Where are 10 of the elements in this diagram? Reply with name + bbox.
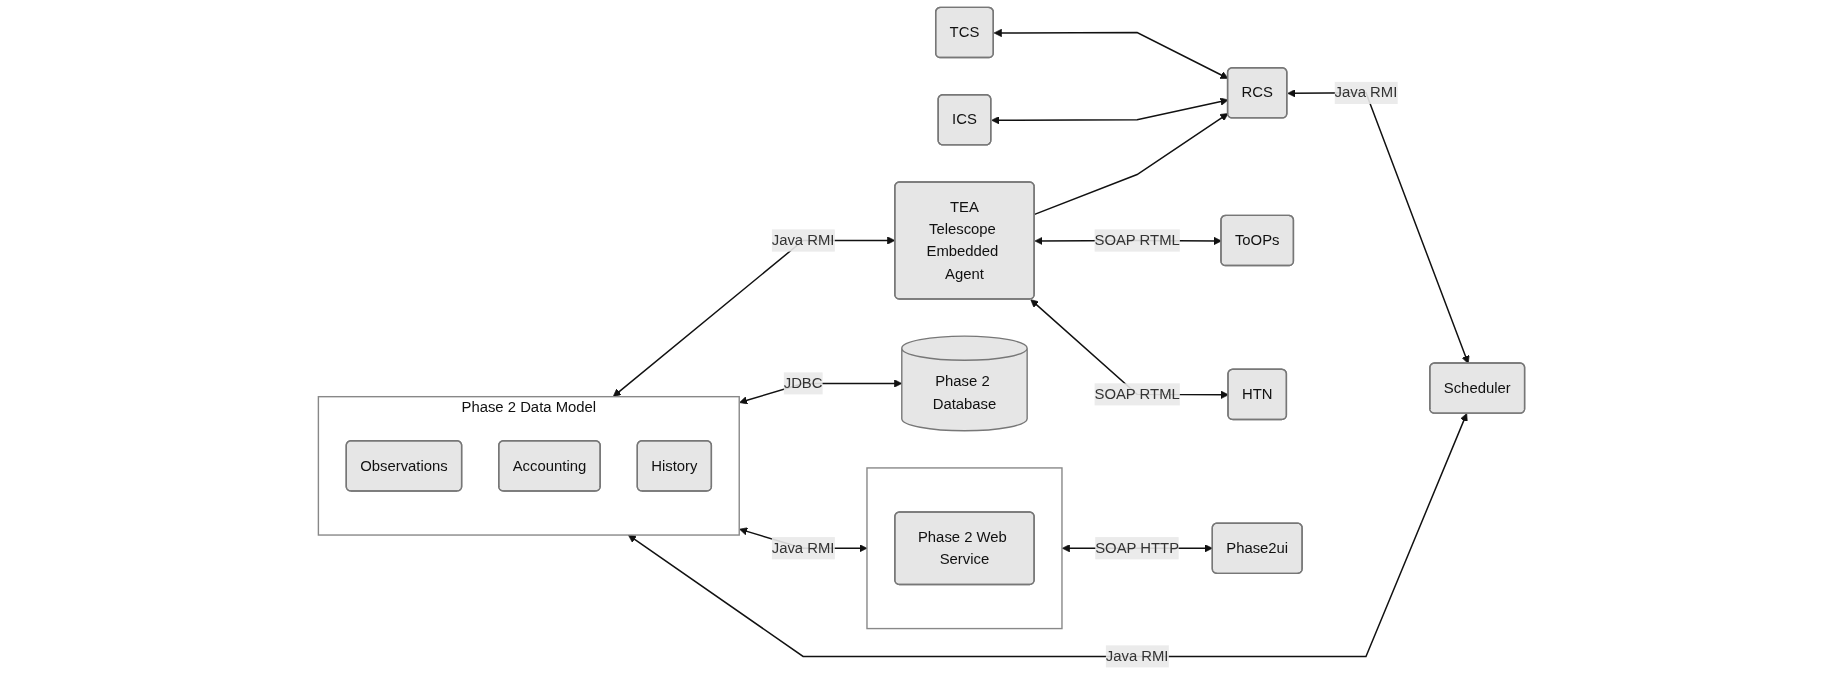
edge-label: Java RMI	[771, 232, 835, 248]
cluster	[866, 467, 1063, 630]
edge-label: Java RMI	[1334, 84, 1398, 101]
edge-label: SOAP RTML	[1094, 232, 1180, 248]
edge-label: Java RMI	[1105, 648, 1169, 664]
arrow	[628, 413, 1468, 658]
edge-label: JDBC	[783, 375, 823, 391]
edge-label: SOAP HTTP	[1095, 539, 1180, 556]
edge-label: SOAP RTML	[1094, 386, 1180, 402]
edge-label: Java RMI	[771, 539, 835, 556]
